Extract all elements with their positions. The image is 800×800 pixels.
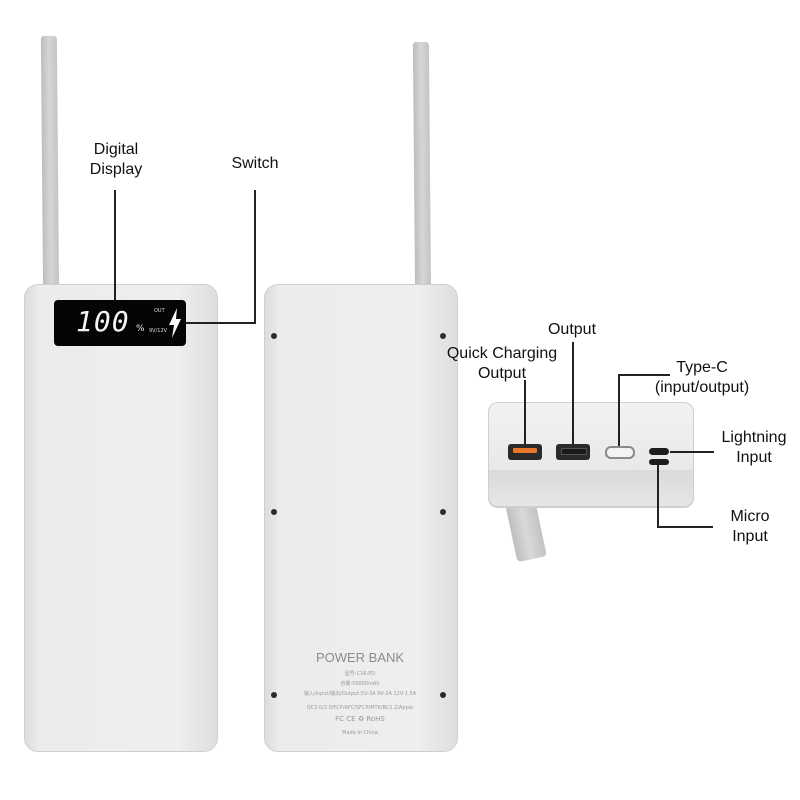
- back-protocols: QC3.0/2.0/FCP/AFC/SFCP/MTK/BC1.2/Apple: [306, 705, 414, 711]
- quick-charge-usb-port: [508, 444, 542, 460]
- type-c-port: [605, 446, 635, 459]
- leader-micro-v: [657, 465, 659, 527]
- front-power-bank: [24, 284, 218, 752]
- screw: [271, 509, 277, 515]
- lightning-bolt-icon[interactable]: [168, 308, 182, 338]
- side-lip: [488, 470, 694, 507]
- screw: [271, 333, 277, 339]
- screw: [271, 692, 277, 698]
- label-output: Output: [547, 321, 597, 338]
- leader-lightning: [670, 451, 714, 453]
- label-switch: Switch: [231, 155, 279, 172]
- back-strap-left: [412, 41, 432, 299]
- leader-micro-h: [657, 526, 713, 528]
- back-model: 型号:C16-PD: [344, 671, 376, 677]
- usb-output-port: [556, 444, 590, 460]
- screw: [440, 333, 446, 339]
- leader-type-c-h: [618, 374, 670, 376]
- back-certs: FC CE ♻ RoHS: [335, 715, 385, 723]
- display-voltage-tag: 9V/12V: [149, 328, 168, 334]
- label-type-c: Type-C (input/output): [654, 359, 750, 396]
- back-origin: Made in China: [342, 730, 378, 736]
- micro-usb-port: [649, 459, 669, 465]
- leader-switch-h: [186, 322, 256, 324]
- label-micro: Micro Input: [730, 508, 770, 545]
- label-digital-display: Digital Display: [89, 141, 143, 178]
- back-capacity: 容量:50000mAh: [340, 681, 380, 687]
- leader-output: [572, 342, 574, 444]
- lightning-port: [649, 448, 669, 455]
- display-percent: %: [136, 324, 145, 334]
- screw: [440, 509, 446, 515]
- back-brand: POWER BANK: [315, 650, 405, 665]
- label-quick-charging-output: Quick Charging Output: [446, 345, 558, 382]
- front-left-strap: [40, 35, 60, 299]
- leader-switch-v: [254, 190, 256, 323]
- back-io: 输入/Input/输出/Output:5V-3A 9V-2A 12V-1.5A: [303, 691, 417, 697]
- digital-display: 100 % OUT 9V/12V: [54, 300, 186, 346]
- display-digits: 100: [76, 305, 130, 338]
- leader-quick-charge: [524, 380, 526, 444]
- leader-digital-display: [114, 190, 116, 300]
- back-power-bank: [264, 284, 458, 752]
- leader-type-c-v: [618, 374, 620, 446]
- screw: [440, 692, 446, 698]
- display-out-tag: OUT: [154, 308, 165, 314]
- label-lightning: Lightning Input: [721, 429, 787, 466]
